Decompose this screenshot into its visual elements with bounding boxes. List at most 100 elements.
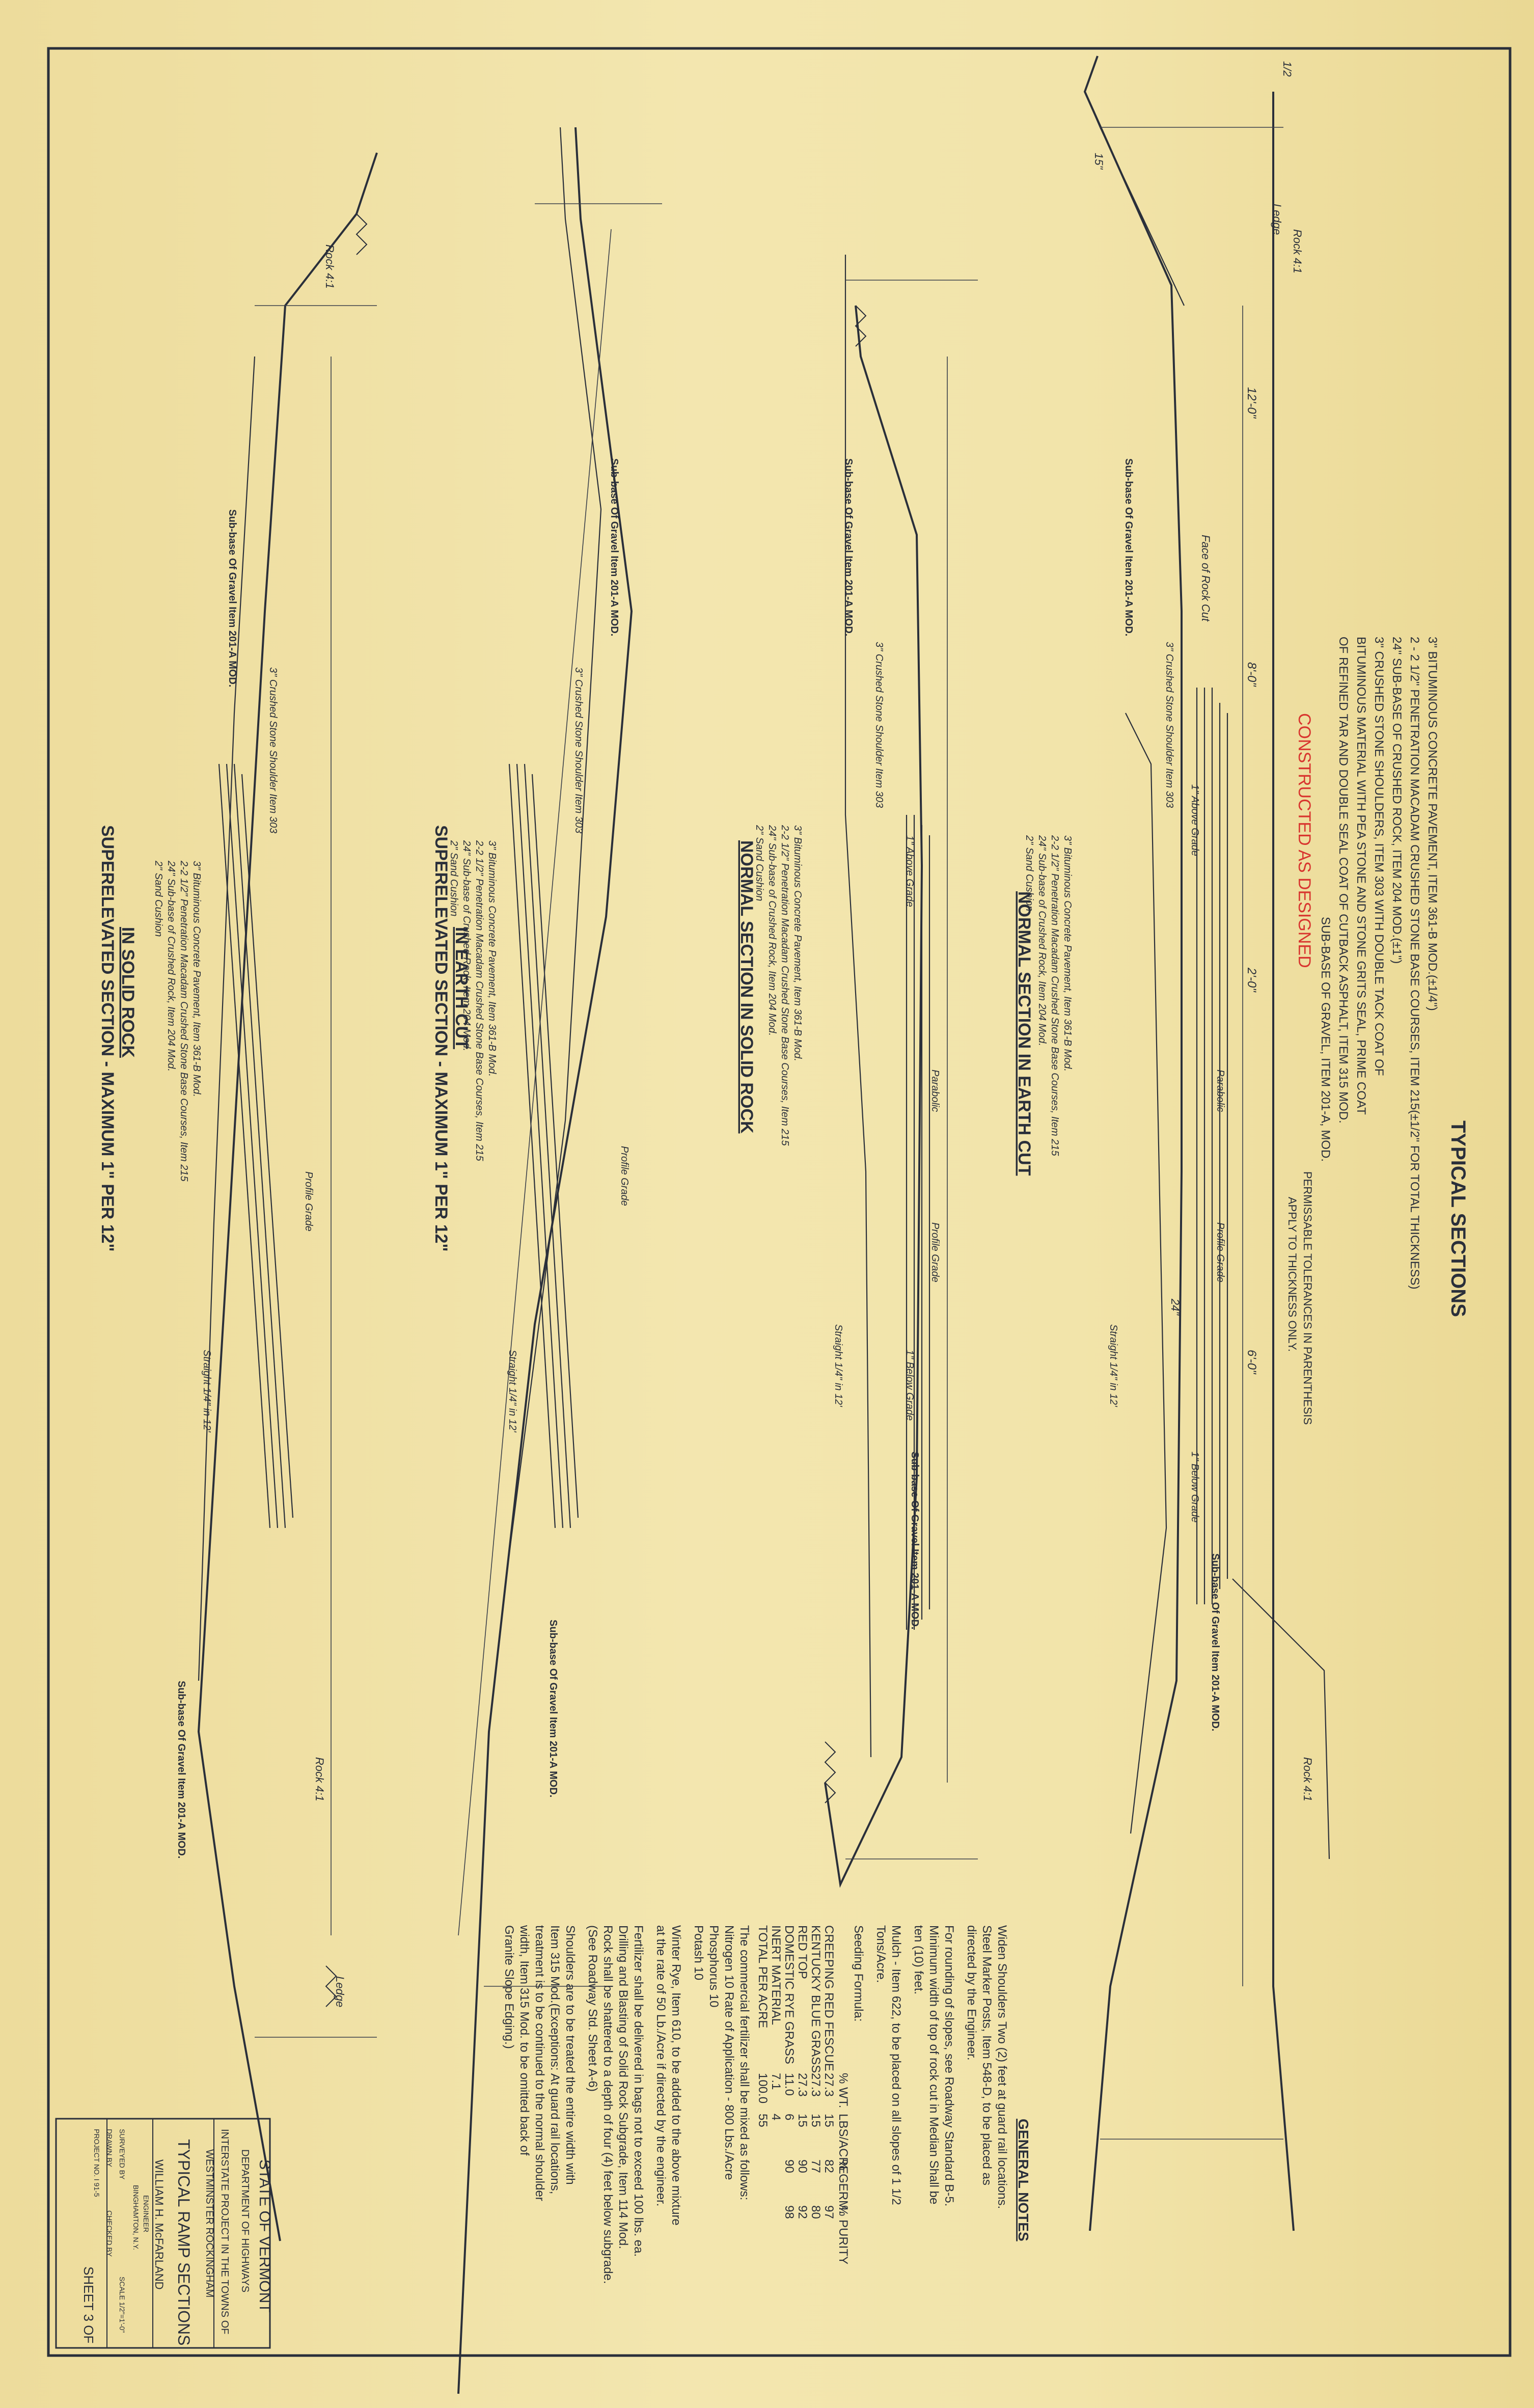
seed-cell: 90 — [782, 2159, 796, 2173]
svg-text:3" Crushed Stone Shoulder Item: 3" Crushed Stone Shoulder Item 303 — [573, 667, 584, 833]
svg-text:3" Crushed Stone Shoulder Item: 3" Crushed Stone Shoulder Item 303 — [873, 642, 885, 808]
svg-text:NORMAL SECTION IN SOLID ROCK: NORMAL SECTION IN SOLID ROCK — [737, 840, 756, 1134]
general-notes-title: GENERAL NOTES — [1016, 2119, 1031, 2241]
svg-text:SUPERELEVATED SECTION - MAXIMU: SUPERELEVATED SECTION - MAXIMUM 1" PER 1… — [431, 825, 451, 1252]
header-item-2: 2 - 2 1/2" PENETRATION MACADAM CRUSHED S… — [1408, 637, 1421, 1290]
svg-text:3" Bituminous Concrete Pavemen: 3" Bituminous Concrete Pavement, Item 36… — [792, 825, 803, 1061]
svg-text:Parabolic: Parabolic — [1215, 1070, 1226, 1112]
seed-cell: 80 — [809, 2205, 823, 2219]
note-line: at the rate of 50 Lb./Acre if directed b… — [654, 1925, 668, 2206]
svg-text:SUPERELEVATED SECTION - MAXIMU: SUPERELEVATED SECTION - MAXIMUM 1" PER 1… — [98, 825, 117, 1252]
constructed-as-designed: CONSTRUCTED AS DESIGNED — [1295, 713, 1314, 968]
sub-base-label-2: Sub-base Of Gravel Item 201-A MOD. — [843, 458, 854, 636]
svg-text:Rock 4:1: Rock 4:1 — [1301, 1757, 1314, 1801]
note-line: The commercial fertilizer shall be mixed… — [737, 1925, 751, 2200]
section-normal-earth-cut — [1083, 56, 1330, 2231]
seed-cell: 98 — [782, 2205, 796, 2219]
svg-text:1" Above Grade: 1" Above Grade — [904, 835, 915, 907]
tb-project: INTERSTATE PROJECT IN THE TOWNS OF — [219, 2129, 230, 2334]
section-2-title: NORMAL SECTION IN SOLID ROCK — [737, 840, 756, 1134]
tb-drawn: DRAWN BY — [105, 2129, 114, 2168]
parabolic-label-1: Parabolic — [1215, 1070, 1226, 1112]
svg-text:Sub-base Of Gravel Item 201-A: Sub-base Of Gravel Item 201-A MOD. — [1123, 458, 1134, 636]
seed-cell: INERT MATERIAL — [769, 1925, 783, 2025]
rock-slope-label-2: Rock 4:1 — [1301, 1757, 1314, 1801]
below-grade-label-2: 1" Below Grade — [904, 1350, 915, 1420]
svg-text:Ledge: Ledge — [334, 1976, 346, 2007]
svg-text:8'-0": 8'-0" — [1245, 662, 1258, 687]
tb-scale: SCALE 1/2"=1'-0" — [118, 2277, 126, 2333]
svg-text:24" Sub-base of Crushed Rock,: 24" Sub-base of Crushed Rock, Item 204 M… — [766, 825, 778, 1036]
svg-text:Sub-base Of Gravel Item 201-A: Sub-base Of Gravel Item 201-A MOD. — [227, 509, 238, 687]
shoulder-label-4: 3" Crushed Stone Shoulder Item 303 — [267, 667, 279, 833]
seed-cell: 6 — [782, 2114, 796, 2120]
below-grade-label-1: 1" Below Grade — [1189, 1452, 1200, 1522]
seed-cell: 82 — [822, 2159, 836, 2173]
general-notes: GENERAL NOTES Widen Shoulders Two (2) fe… — [502, 1925, 1031, 2284]
layer-notes-4: 3" Bituminous Concrete Pavement, Item 36… — [153, 860, 202, 1182]
svg-text:1" Below Grade: 1" Below Grade — [1189, 1452, 1200, 1522]
svg-text:Profile Grade: Profile Grade — [303, 1171, 314, 1232]
profile-grade-label-1: Profile Grade — [1215, 1222, 1226, 1282]
header-block: TYPICAL SECTIONS 3" BITUMINOUS CONCRETE … — [1286, 637, 1469, 1425]
seed-cell: 90 — [796, 2159, 809, 2173]
note-line: Item 315 Mod.(Exceptions: At guard rail … — [548, 1925, 562, 2194]
seed-cell: 4 — [769, 2114, 783, 2120]
seed-header-cell: LBS/ACRE — [836, 2114, 850, 2174]
svg-text:Rock 4:1: Rock 4:1 — [313, 1757, 326, 1801]
svg-text:Sub-base Of Gravel Item 201-A: Sub-base Of Gravel Item 201-A MOD. — [843, 458, 854, 636]
sub-base-label-4: Sub-base Of Gravel Item 201-A MOD. — [227, 509, 238, 687]
profile-grade-label-3: Profile Grade — [619, 1146, 630, 1206]
note-line: directed by the Engineer. — [965, 1925, 978, 2061]
profile-grade-label-2: Profile Grade — [929, 1222, 941, 1282]
svg-text:3" Crushed Stone Shoulder Item: 3" Crushed Stone Shoulder Item 303 — [1164, 642, 1175, 808]
svg-text:2" Sand Cushion: 2" Sand Cushion — [1024, 835, 1035, 911]
section-normal-solid-rock — [824, 255, 978, 1888]
seed-cell: CREEPING RED FESCUE — [822, 1925, 836, 2071]
sub-base-label-7: Sub-base Of Gravel Item 201-A MOD. — [547, 1620, 559, 1797]
svg-text:12'-0": 12'-0" — [1245, 387, 1258, 419]
svg-text:Sub-base Of Gravel Item 201-A: Sub-base Of Gravel Item 201-A MOD. — [609, 458, 620, 636]
svg-text:Face of Rock Cut: Face of Rock Cut — [1199, 535, 1212, 622]
title-block-frame — [55, 2118, 271, 2349]
dim-15in: 15" — [1092, 153, 1105, 170]
parabolic-label-2: Parabolic — [929, 1070, 941, 1112]
note-line: Tons/Acre. — [874, 1925, 888, 1983]
header-item-4: 3" CRUSHED STONE SHOULDERS, ITEM 303 WIT… — [1372, 637, 1386, 1076]
seed-cell: 92 — [796, 2205, 809, 2219]
seed-cell: 77 — [809, 2159, 823, 2173]
section-superelevated-solid-rock — [197, 152, 378, 2241]
svg-text:2-2 1/2" Penetration Macadam C: 2-2 1/2" Penetration Macadam Crushed Sto… — [474, 840, 485, 1162]
note-line: Phosphorus 10 — [707, 1925, 721, 2007]
svg-text:1/2: 1/2 — [1281, 61, 1294, 77]
seed-cell: 15 — [809, 2114, 823, 2127]
svg-text:24" Sub-base of Crushed Rock,: 24" Sub-base of Crushed Rock, Item 204 M… — [461, 840, 472, 1051]
tb-surveyed: SURVEYED BY — [118, 2129, 126, 2180]
note-line: Rock shall be shattered to a depth of fo… — [601, 1925, 615, 2284]
seed-cell: 97 — [822, 2205, 836, 2219]
svg-text:Ledge: Ledge — [1271, 204, 1283, 235]
tb-city: BINGHAMTON, N.Y. — [132, 2185, 140, 2250]
section-superelevated-earth-cut — [457, 127, 662, 2394]
dim-2ft: 2'-0" — [1245, 967, 1258, 993]
svg-text:Profile Grade: Profile Grade — [1215, 1222, 1226, 1282]
tb-engineer: WILLIAM H. McFARLAND — [153, 2159, 166, 2289]
svg-text:3" Bituminous Concrete Pavemen: 3" Bituminous Concrete Pavement, Item 36… — [1062, 835, 1073, 1072]
title-block: STATE OF VERMONT DEPARTMENT OF HIGHWAYS … — [81, 2129, 273, 2345]
svg-text:2'-0": 2'-0" — [1245, 967, 1258, 993]
svg-text:1" Above Grade: 1" Above Grade — [1189, 784, 1200, 856]
svg-text:2" Sand Cushion: 2" Sand Cushion — [448, 840, 459, 916]
straight-label-3: Straight 1/4" in 12' — [507, 1350, 518, 1433]
svg-text:Sub-base Of Gravel Item 201-A: Sub-base Of Gravel Item 201-A MOD. — [909, 1452, 920, 1629]
svg-text:Sub-base Of Gravel Item 201-A: Sub-base Of Gravel Item 201-A MOD. — [547, 1620, 559, 1797]
tb-sheet-title: TYPICAL RAMP SECTIONS — [175, 2139, 193, 2345]
seed-cell: 7.1 — [769, 2073, 783, 2090]
svg-text:24" Sub-base of Crushed Rock,: 24" Sub-base of Crushed Rock, Item 204 M… — [1036, 835, 1048, 1046]
svg-text:3" Crushed Stone Shoulder Item: 3" Crushed Stone Shoulder Item 303 — [267, 667, 279, 833]
note-line: Nitrogen 10 Rate of Application - 800 Lb… — [722, 1925, 736, 2180]
tb-state: STATE OF VERMONT — [256, 2159, 273, 2313]
note-line: treatment is to be continued to the norm… — [533, 1925, 546, 2201]
